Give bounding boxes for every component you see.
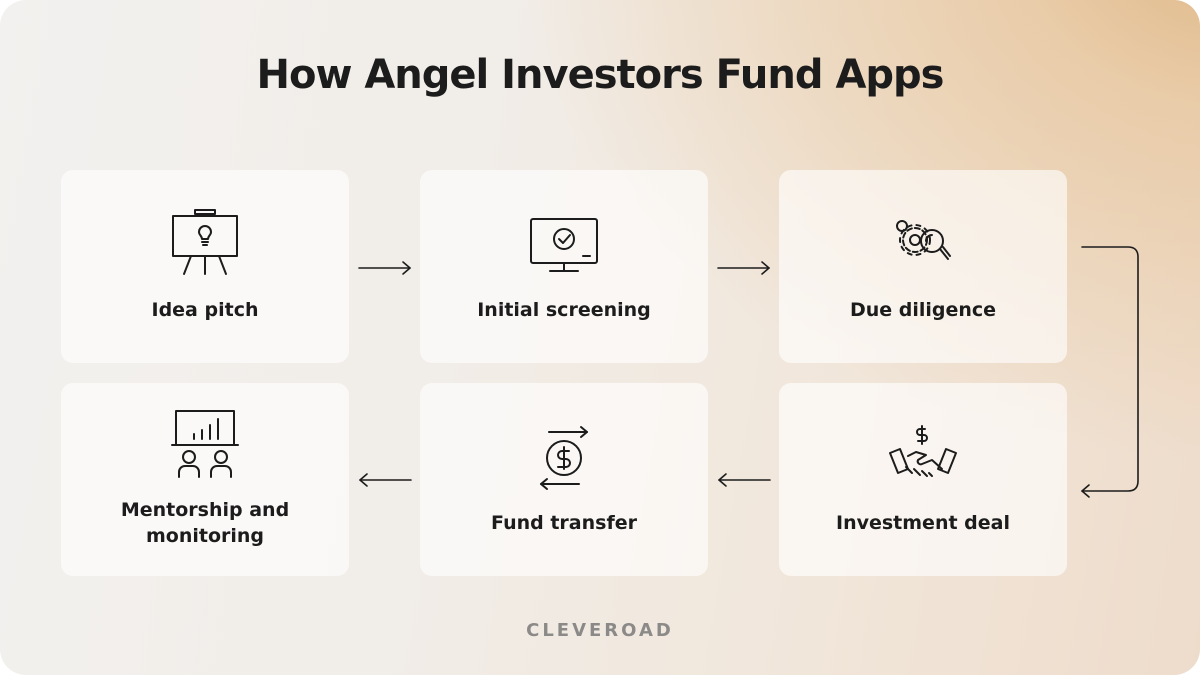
brand-logo-text: CLEVEROAD (526, 620, 674, 641)
step-label: Investment deal (836, 512, 1010, 534)
step-card-fund-transfer: Fund transfer (420, 383, 708, 576)
handshake-dollar-icon (889, 425, 957, 477)
step-label: Due diligence (849, 299, 997, 321)
arrow-bend-down (1081, 246, 1139, 498)
step-label: Idea pitch (151, 299, 259, 321)
step-label: Mentorship and monitoring (120, 499, 290, 547)
step-label: Initial screening (477, 299, 651, 321)
arrow-right-2 (717, 261, 770, 275)
step-card-idea-pitch: Idea pitch (61, 170, 349, 363)
mentorship-board-icon (171, 410, 239, 478)
monitor-check-icon (530, 218, 598, 272)
step-card-mentorship: Mentorship and monitoring (61, 383, 349, 576)
step-card-investment-deal: Investment deal (779, 383, 1067, 576)
gears-magnifier-icon (896, 220, 951, 260)
step-card-initial-screening: Initial screening (420, 170, 708, 363)
dollar-transfer-icon (540, 426, 588, 490)
step-card-due-diligence: Due diligence (779, 170, 1067, 363)
idea-pitch-icon (172, 209, 238, 275)
arrow-left-2 (359, 473, 412, 487)
arrow-right-1 (358, 261, 411, 275)
step-label: Fund transfer (491, 512, 637, 534)
arrow-left-1 (718, 473, 771, 487)
diagram-title: How Angel Investors Fund Apps (256, 52, 945, 98)
